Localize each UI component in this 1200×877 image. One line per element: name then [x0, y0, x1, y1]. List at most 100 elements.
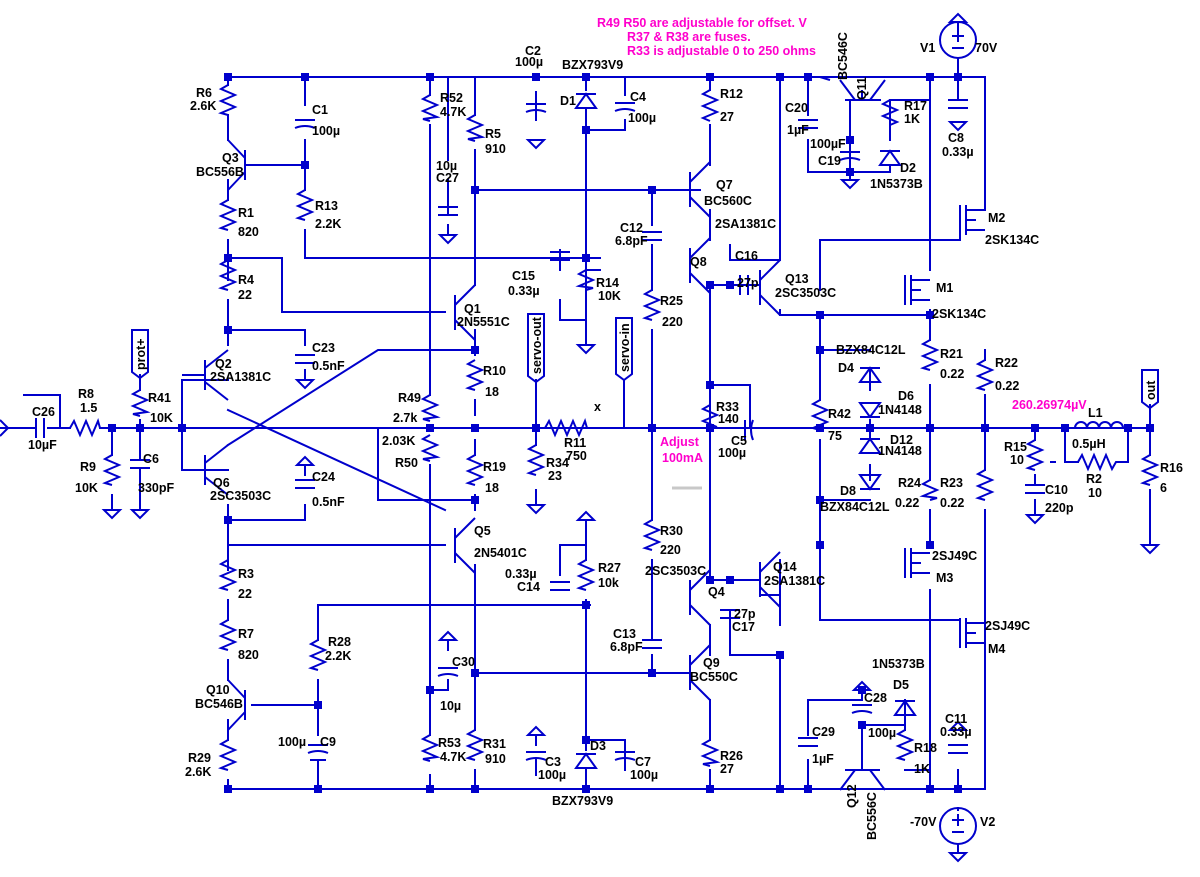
label-R14-ref: R14: [596, 276, 619, 290]
resistor-R26: [700, 739, 721, 767]
flag-out-label: out: [1144, 380, 1158, 400]
resistor-R14: [575, 269, 596, 291]
junction: [314, 785, 322, 793]
label-R31-value: 910: [485, 752, 506, 766]
junctions: [108, 73, 1154, 793]
ground-icon: [437, 630, 459, 641]
label-D5-ref: D5: [893, 678, 909, 692]
diode-D6: [858, 402, 882, 419]
label-C1-value: 100µ: [312, 124, 340, 138]
label-C29-ref: C29: [812, 725, 835, 739]
resistor-symbols: [69, 84, 1160, 771]
label-R4-value: 22: [238, 288, 252, 302]
label-R3-ref: R3: [238, 567, 254, 581]
label-C16-value: 27p: [737, 276, 759, 290]
label-C15-value: 0.33µ: [508, 284, 540, 298]
capacitor-C7: [614, 751, 636, 761]
resistor-R31: [465, 729, 485, 761]
label-R24-ref: R24: [898, 476, 921, 490]
label-Q2-ref: Q2: [215, 357, 232, 371]
label-D2-ref: D2: [900, 161, 916, 175]
capacitor-C26: [35, 418, 45, 438]
wires: [0, 57, 1151, 811]
label-C11-ref: C11: [945, 712, 967, 726]
junction: [954, 785, 962, 793]
note-offset: R49 R50 are adjustable for offset. V: [597, 16, 807, 30]
label-C28-ref: C28: [864, 691, 887, 705]
label-Q14-value: 2SA1381C: [764, 574, 825, 588]
label-R10-value: 18: [485, 385, 499, 399]
junction: [314, 701, 322, 709]
diode-D8: [858, 474, 882, 491]
label-L1-ref: L1: [1088, 406, 1103, 420]
label-R23-ref: R23: [940, 476, 963, 490]
label-D1-ref: D1: [560, 94, 576, 108]
junction: [471, 346, 479, 354]
label-R31-ref: R31: [483, 737, 506, 751]
junction: [224, 785, 232, 793]
ground-icon: [947, 852, 969, 863]
capacitor-C23: [295, 354, 315, 364]
junction: [804, 785, 812, 793]
junction: [224, 326, 232, 334]
junction: [954, 73, 962, 81]
label-C13-ref: C13: [613, 627, 636, 641]
label-C16-ref: C16: [735, 249, 758, 263]
ground-icon: [1024, 514, 1046, 525]
label-R28-ref: R28: [328, 635, 351, 649]
label-R15-value: 10: [1010, 453, 1024, 467]
resistor-R12: [700, 89, 720, 122]
component-labels: V1 70V -70V V2 R6 2.6K R13 2.2K R1 820 R…: [28, 32, 1183, 840]
label-D6-ref: D6: [898, 389, 914, 403]
label-R6-value: 2.6K: [190, 99, 216, 113]
label-C14-ref: C14: [517, 580, 540, 594]
transistor-Q3: [227, 139, 252, 191]
label-R27-ref: R27: [598, 561, 621, 575]
voltage-sources: [939, 21, 977, 853]
label-R19-ref: R19: [483, 460, 506, 474]
label-V1-value: 70V: [975, 41, 998, 55]
capacitor-C30: [437, 667, 459, 677]
label-R13-ref: R13: [315, 199, 338, 213]
label-R50-ref: R50: [395, 456, 418, 470]
label-Q12-ref: Q12: [845, 784, 859, 808]
label-R2-ref: R2: [1086, 472, 1102, 486]
label-Q14-ref: Q14: [773, 560, 797, 574]
label-Q4-ref: Q4: [708, 585, 725, 599]
label-R24-value: 0.22: [895, 496, 919, 510]
label-R42-ref: R42: [828, 407, 851, 421]
label-D6-value: 1N4148: [878, 403, 922, 417]
label-R15-ref: R15: [1004, 440, 1027, 454]
capacitor-C4: [614, 102, 636, 112]
label-R7-ref: R7: [238, 627, 254, 641]
label-C3-value: 100µ: [538, 768, 566, 782]
mosfet-M3: [904, 548, 930, 578]
label-R14-value: 10K: [598, 289, 621, 303]
capacitor-C17: [720, 609, 740, 619]
resistor-R52: [420, 94, 441, 122]
junction: [224, 254, 232, 262]
junction: [471, 785, 479, 793]
label-R23-value: 0.22: [940, 496, 964, 510]
label-R53-ref: R53: [438, 736, 461, 750]
junction: [426, 785, 434, 793]
mosfet-symbols: [904, 205, 985, 648]
label-C15-ref: C15: [512, 269, 535, 283]
label-C13-value: 6.8pF: [610, 640, 643, 654]
resistor-R25: [642, 289, 662, 321]
junction: [926, 311, 934, 319]
junction: [224, 516, 232, 524]
resistor-R29: [218, 739, 238, 771]
label-V2-ref: V2: [980, 815, 995, 829]
junction: [776, 785, 784, 793]
capacitor-C19: [839, 151, 861, 161]
label-R27-value: 10k: [598, 576, 619, 590]
label-C4-value: 100µ: [628, 111, 656, 125]
mosfet-M4: [959, 618, 985, 648]
mosfet-M1: [904, 275, 930, 305]
label-R50-value: 2.03K: [382, 434, 415, 448]
probe-voltage: 260.26974µV: [1012, 398, 1087, 412]
junction: [426, 686, 434, 694]
junction: [582, 126, 590, 134]
transistor-Q8: [689, 237, 711, 294]
